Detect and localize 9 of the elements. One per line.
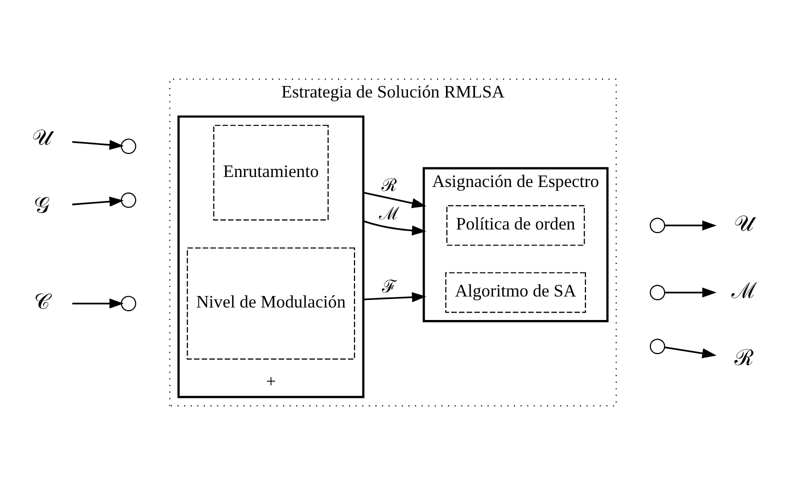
edge-label: ℛ: [382, 174, 397, 195]
node-text: 𝒰: [32, 124, 52, 150]
node-text: ℛ: [734, 344, 754, 370]
node-text: ℳ: [731, 278, 756, 303]
edge-label: ℱ: [382, 276, 396, 296]
node-text: 𝒢: [34, 192, 50, 217]
edge-label: ℳ: [379, 203, 400, 224]
node-text: 𝒞: [34, 288, 50, 314]
node-text: 𝒰: [734, 210, 754, 236]
